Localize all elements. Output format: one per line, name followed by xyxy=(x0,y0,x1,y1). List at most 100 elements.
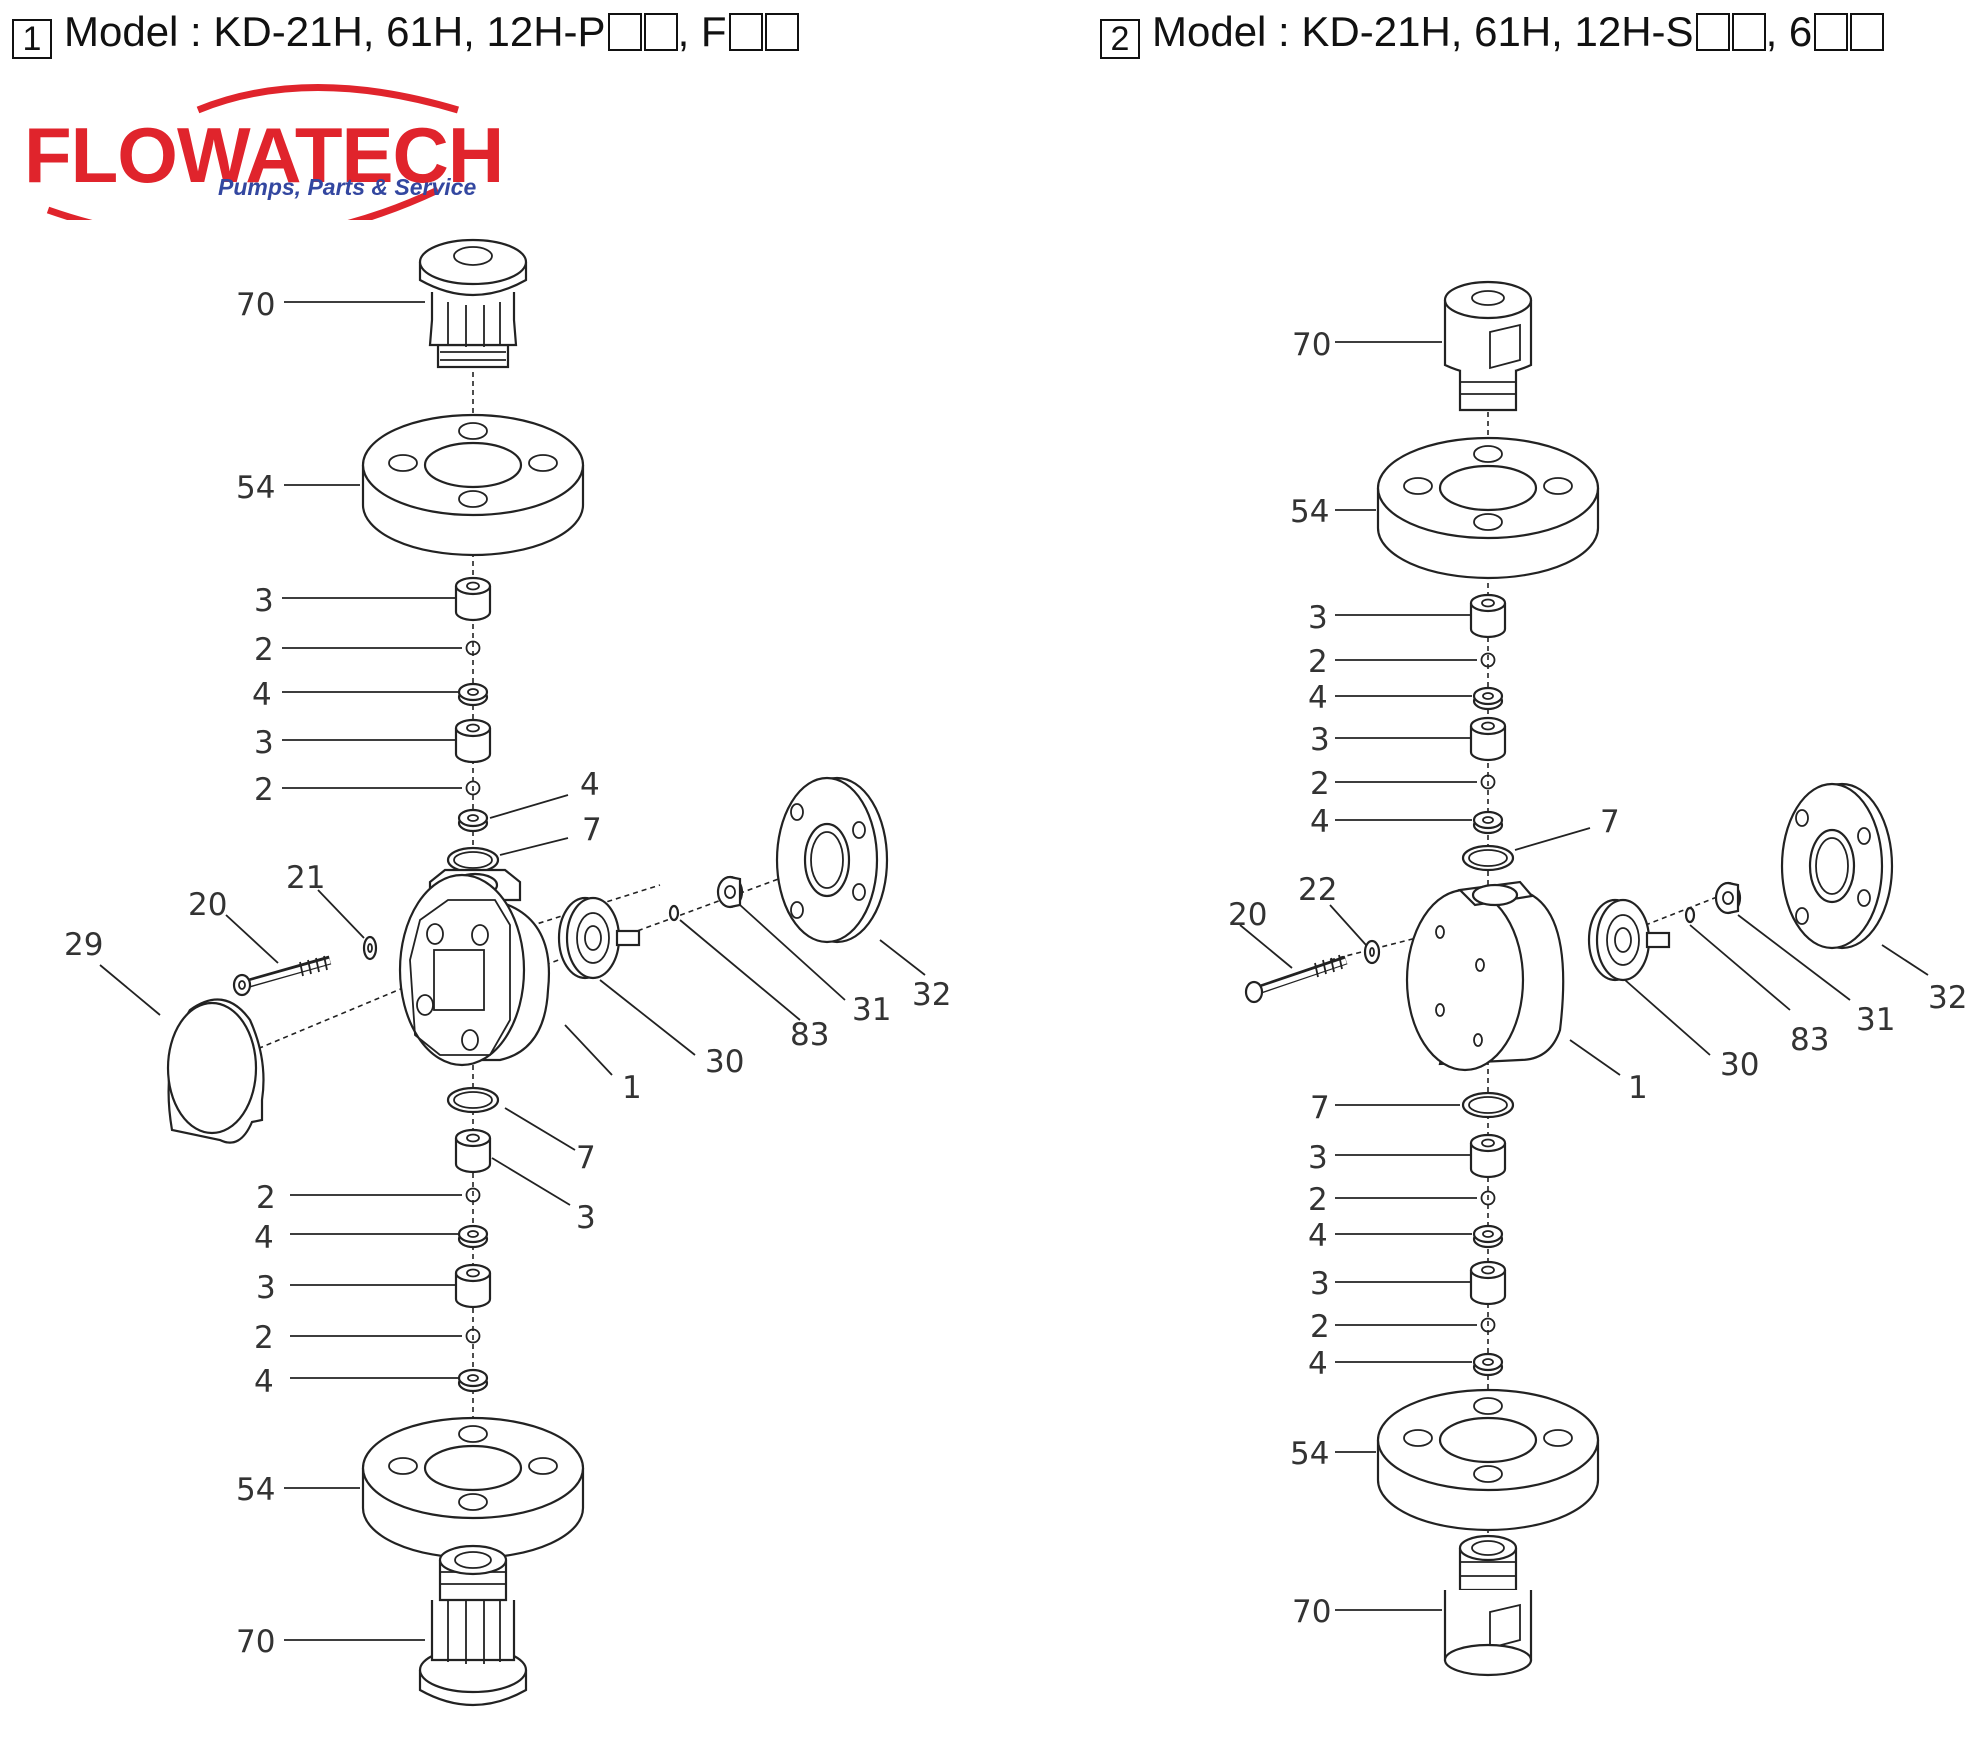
left-seat-1 xyxy=(457,682,489,707)
left-bottom-connector xyxy=(418,1544,528,1706)
left-oring-top xyxy=(446,846,500,874)
left-washer xyxy=(362,935,378,961)
right-label-20: 20 xyxy=(1228,897,1267,933)
left-label-4: 4 xyxy=(254,1364,274,1400)
placeholder-box xyxy=(728,13,763,51)
flowatech-logo: FLOWATECH Pumps, Parts & Service xyxy=(18,70,504,220)
right-model-title: 2 Model : KD-21H, 61H, 12H-S , 6 xyxy=(1100,8,1885,59)
right-label-30: 30 xyxy=(1720,1047,1759,1083)
left-label-3: 3 xyxy=(254,725,274,761)
right-label-3: 3 xyxy=(1310,722,1330,758)
right-oring-top xyxy=(1461,844,1515,872)
left-guide-1 xyxy=(454,576,492,622)
right-label-2: 2 xyxy=(1308,644,1328,680)
left-label-2: 2 xyxy=(254,632,274,668)
right-nozzle xyxy=(1714,881,1742,915)
right-label-3: 3 xyxy=(1308,1140,1328,1176)
left-label-54-bottom: 54 xyxy=(236,1472,275,1508)
right-washer xyxy=(1363,939,1381,965)
right-oring-bottom xyxy=(1461,1091,1515,1119)
left-label-2: 2 xyxy=(254,772,274,808)
logo-brand: FLOWATECH xyxy=(24,111,504,199)
left-bolt xyxy=(232,955,332,997)
left-oring-bottom xyxy=(446,1086,500,1114)
left-label-2: 2 xyxy=(254,1320,274,1356)
right-label-2: 2 xyxy=(1310,766,1330,802)
right-label-3: 3 xyxy=(1310,1266,1330,1302)
placeholder-box xyxy=(1814,13,1849,51)
left-cover xyxy=(166,998,265,1144)
right-top-flange xyxy=(1376,436,1600,580)
left-label-1: 1 xyxy=(622,1070,642,1106)
right-diaphragm xyxy=(1587,898,1671,982)
right-label-32: 32 xyxy=(1928,980,1967,1016)
left-label-2: 2 xyxy=(256,1180,276,1216)
right-label-70-top: 70 xyxy=(1292,327,1331,363)
left-label-4: 4 xyxy=(580,767,600,803)
left-model-title: 1 Model : KD-21H, 61H, 12H-P , F xyxy=(12,8,799,59)
right-model-number: 2 xyxy=(1100,19,1140,59)
left-guide-2 xyxy=(454,718,492,764)
left-label-7-bottom: 7 xyxy=(576,1140,596,1176)
left-nozzle xyxy=(716,875,744,909)
left-seat-3 xyxy=(457,1224,489,1249)
right-seat-1 xyxy=(1472,686,1504,711)
right-label-7-bottom: 7 xyxy=(1310,1090,1330,1126)
left-guide-3 xyxy=(454,1128,492,1174)
left-label-3: 3 xyxy=(256,1270,276,1306)
right-guide-1 xyxy=(1469,593,1507,639)
right-seat-2 xyxy=(1472,810,1504,835)
left-seat-4 xyxy=(457,1368,489,1393)
right-label-4: 4 xyxy=(1308,1346,1328,1382)
right-bottom-connector xyxy=(1443,1534,1533,1677)
left-assembly: 70 54 3 2 4 3 2 4 7 20 21 29 1 30 83 31 … xyxy=(64,238,951,1706)
left-pump-body xyxy=(398,868,551,1067)
right-side-flange xyxy=(1780,782,1894,950)
right-seat-4 xyxy=(1472,1352,1504,1377)
left-model-text: Model : KD-21H, 61H, 12H-P xyxy=(64,8,606,55)
left-side-flange xyxy=(775,776,889,944)
left-label-29: 29 xyxy=(64,927,103,963)
left-label-31: 31 xyxy=(852,992,891,1028)
right-pump-body xyxy=(1405,880,1565,1072)
right-label-7: 7 xyxy=(1600,804,1620,840)
left-label-3: 3 xyxy=(254,583,274,619)
left-label-70-bottom: 70 xyxy=(236,1624,275,1660)
left-label-7: 7 xyxy=(582,812,602,848)
right-label-2: 2 xyxy=(1308,1182,1328,1218)
left-model-number: 1 xyxy=(12,19,52,59)
right-label-54-bottom: 54 xyxy=(1290,1436,1329,1472)
left-label-3-right: 3 xyxy=(576,1200,596,1236)
left-label-4: 4 xyxy=(252,677,272,713)
left-seat-2 xyxy=(457,808,489,833)
right-label-4: 4 xyxy=(1310,804,1330,840)
right-model-mid: , 6 xyxy=(1765,8,1813,55)
right-label-70-bottom: 70 xyxy=(1292,1594,1331,1630)
right-model-text: Model : KD-21H, 61H, 12H-S xyxy=(1152,8,1694,55)
right-label-83: 83 xyxy=(1790,1022,1829,1058)
right-label-3: 3 xyxy=(1308,600,1328,636)
placeholder-box xyxy=(643,13,678,51)
right-label-1: 1 xyxy=(1628,1070,1648,1106)
placeholder-box xyxy=(764,13,799,51)
left-top-connector xyxy=(418,238,528,369)
left-bottom-flange xyxy=(361,1416,585,1560)
left-model-mid: , F xyxy=(677,8,727,55)
left-label-70-top: 70 xyxy=(236,287,275,323)
right-spring xyxy=(1684,906,1696,924)
right-bottom-flange xyxy=(1376,1388,1600,1532)
placeholder-box xyxy=(607,13,642,51)
right-seat-3 xyxy=(1472,1224,1504,1249)
placeholder-box xyxy=(1731,13,1766,51)
left-top-flange xyxy=(361,413,585,557)
logo-swoosh xyxy=(46,84,460,220)
left-spring xyxy=(668,904,680,922)
right-label-4: 4 xyxy=(1308,680,1328,716)
right-leaders xyxy=(1239,341,1929,1611)
right-label-2: 2 xyxy=(1310,1309,1330,1345)
left-guide-4 xyxy=(454,1263,492,1309)
left-diaphragm xyxy=(557,896,641,980)
right-guide-2 xyxy=(1469,716,1507,762)
right-label-4: 4 xyxy=(1308,1218,1328,1254)
